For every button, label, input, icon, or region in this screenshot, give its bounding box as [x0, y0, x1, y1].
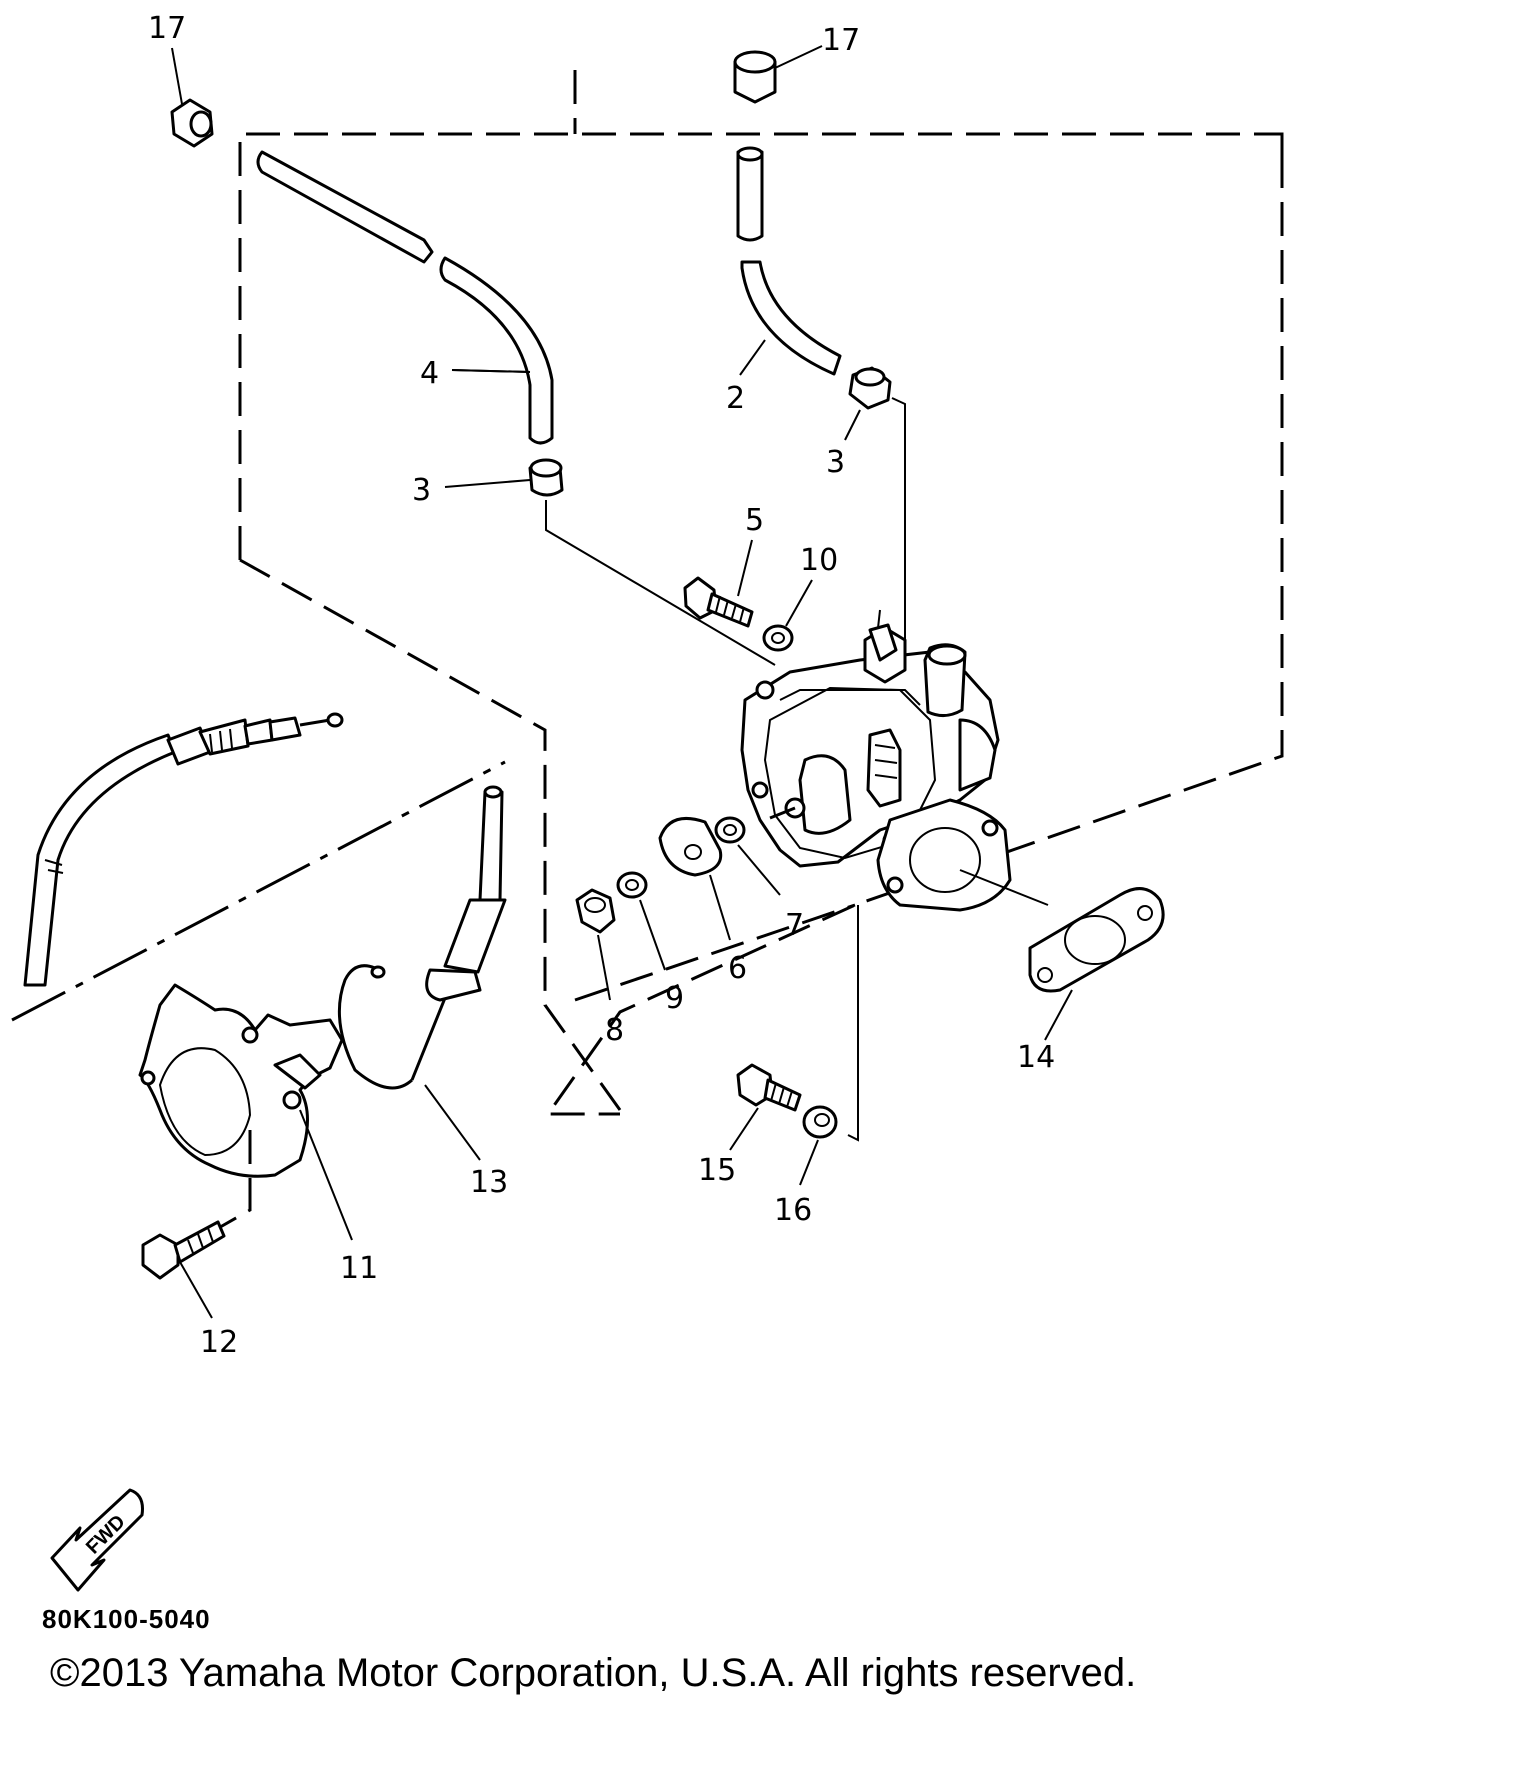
forward-arrow-icon: FWD: [50, 1488, 144, 1592]
throttle-cable: [23, 712, 344, 987]
washer-16: [799, 1105, 838, 1186]
label-13: 13: [470, 1165, 508, 1200]
label-17a: 17: [148, 11, 186, 46]
label-4: 4: [420, 356, 439, 391]
label-16: 16: [774, 1193, 812, 1228]
cover-11: [138, 983, 353, 1241]
label-6: 6: [728, 951, 747, 986]
collar-17-left: [170, 47, 214, 148]
label-12: 12: [200, 1325, 238, 1360]
washer-10: [762, 579, 813, 652]
cable-routing-line: [11, 760, 506, 1022]
lock-washer-9: [616, 871, 666, 971]
collar-17-right: [733, 45, 823, 104]
part-labels: 17 17 4 2 3 3 5 10 6 7 8 9 14 13 11 12 1…: [148, 11, 1055, 1360]
label-9: 9: [665, 981, 684, 1016]
label-8: 8: [605, 1013, 624, 1048]
oil-pump-body: [740, 609, 1012, 1142]
bolt-15: [729, 1063, 802, 1151]
label-15: 15: [698, 1153, 736, 1188]
label-14: 14: [1017, 1040, 1055, 1075]
label-2: 2: [726, 381, 745, 416]
clamp-3-left: [444, 458, 776, 666]
bolt-5: [683, 539, 754, 628]
label-3b: 3: [826, 445, 845, 480]
nut-8: [575, 888, 616, 1001]
clamp-3-right: [844, 366, 906, 640]
label-10: 10: [800, 543, 838, 578]
label-17b: 17: [822, 23, 860, 58]
label-3a: 3: [412, 473, 431, 508]
gasket-14: [959, 869, 1165, 1041]
sensor-cable-13: [337, 785, 507, 1161]
washer-7: [714, 816, 781, 896]
copyright-notice: ©2013 Yamaha Motor Corporation, U.S.A. A…: [50, 1651, 1136, 1695]
label-7: 7: [785, 908, 804, 943]
plate-6: [658, 817, 731, 941]
bolt-12: [141, 1220, 226, 1319]
hose-2: [736, 146, 842, 376]
assembly-boundary: [238, 70, 1284, 1116]
label-11: 11: [340, 1251, 378, 1286]
diagram-part-code: 80K100-5040: [42, 1604, 211, 1634]
label-5: 5: [745, 503, 764, 538]
leader-4: [451, 369, 531, 373]
hose-4: [256, 150, 554, 445]
